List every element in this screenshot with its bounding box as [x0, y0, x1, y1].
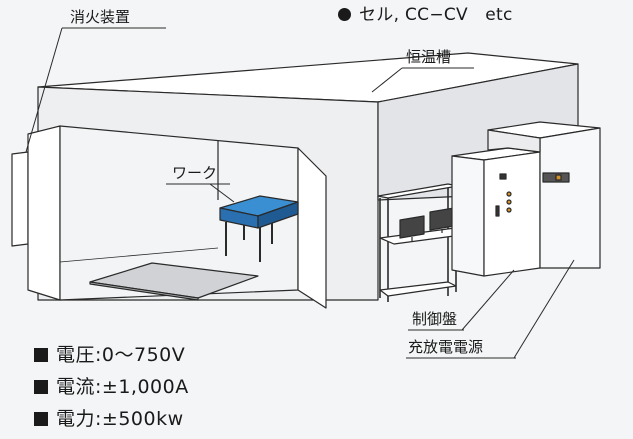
spec-voltage-text: 電圧:0〜750V	[56, 344, 186, 366]
leader-chamber	[371, 67, 403, 93]
leader-control-panel	[461, 269, 515, 331]
leader-power-supply	[513, 259, 575, 359]
left-door	[27, 125, 61, 301]
bullet-square-icon	[34, 412, 48, 426]
label-power-supply: 充放電電源	[408, 338, 484, 356]
control-panel-side	[483, 151, 541, 277]
spec-voltage: 電圧:0〜750V	[34, 344, 185, 366]
leader-work	[209, 183, 235, 203]
bullet-square-icon	[34, 380, 48, 394]
workpiece-side	[257, 201, 299, 229]
label-work: ワーク	[172, 164, 218, 182]
spec-power-text: 電力:±500kw	[56, 408, 184, 430]
control-panel-front	[451, 155, 485, 277]
power-supply-front	[539, 127, 601, 269]
label-chamber: 恒温槽	[406, 48, 452, 66]
bullet-circle-icon	[338, 8, 351, 21]
spec-current: 電流:±1,000A	[34, 376, 189, 398]
cell-note: セル, CC−CV etc	[338, 4, 513, 26]
right-door	[297, 147, 327, 309]
bullet-square-icon	[34, 348, 48, 362]
leader-fire-extinguisher	[25, 27, 63, 153]
monitor-left	[399, 215, 425, 239]
spec-current-text: 電流:±1,000A	[56, 376, 189, 398]
cell-note-text: セル, CC−CV etc	[359, 5, 513, 25]
label-fire-extinguisher: 消火装置	[70, 8, 131, 26]
spec-power: 電力:±500kw	[34, 408, 184, 430]
fire-extinguisher-box	[11, 151, 29, 247]
label-control-panel: 制御盤	[412, 310, 458, 328]
monitor-right	[429, 207, 455, 231]
